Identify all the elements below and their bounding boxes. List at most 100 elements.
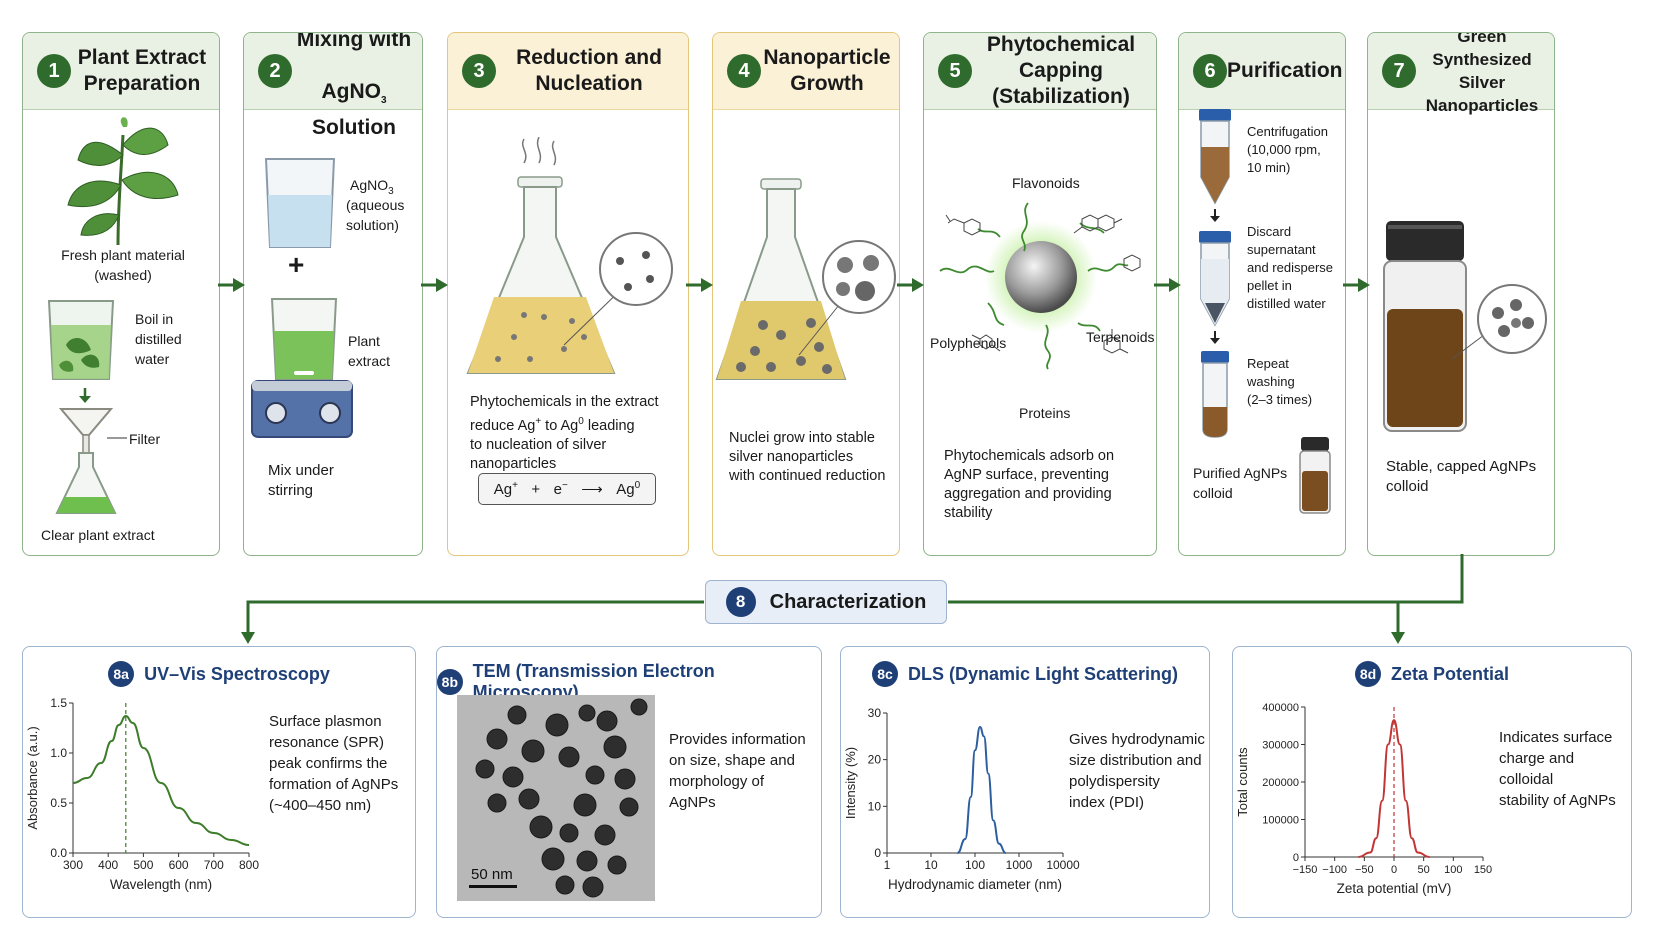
dls-panel: 8c DLS (Dynamic Light Scattering) 1 10 100… <box>840 646 1210 918</box>
eq-arrow: ⟶ <box>581 481 603 498</box>
boil-label: Boil in distilled water <box>135 311 182 367</box>
filter-flask-icon <box>55 408 117 514</box>
agno3-beaker-icon <box>264 158 336 248</box>
x-tick-label: 300 <box>63 858 83 872</box>
step-6-header: 6 Purification <box>1179 33 1345 110</box>
proteins-label: Proteins <box>1019 405 1071 421</box>
y-axis-label: Absorbance (a.u.) <box>25 726 40 829</box>
tem-number: 8b <box>437 669 463 695</box>
y-tick-label: 20 <box>868 753 882 767</box>
step-7-desc: Stable, capped AgNPs colloid <box>1386 458 1537 495</box>
y-tick-label: 100000 <box>1262 815 1299 827</box>
step-7-header: 7 Green Synthesized Silver Nanoparticles <box>1368 33 1554 115</box>
step-3-desc: Phytochemicals in the extract reduce Ag+… <box>470 394 659 472</box>
x-tick-label: 100 <box>1444 864 1462 876</box>
y-tick-label: 0 <box>1293 852 1299 864</box>
x-axis-label: Zeta potential (mV) <box>1337 881 1452 896</box>
plant-extract-label: Plant extract <box>348 333 391 369</box>
step-2-number: 2 <box>258 54 292 88</box>
tem-desc: Provides information on size, shape and … <box>669 731 806 811</box>
step-1-title: Plant Extract Preparation <box>77 46 207 95</box>
down-arrow-icon <box>1210 209 1220 222</box>
step-3-number: 3 <box>462 54 496 88</box>
centrifugation-label: Centrifugation (10,000 rpm, 10 min) <box>1247 124 1328 175</box>
x-tick-label: 800 <box>239 858 259 872</box>
flow-arrow-icon <box>1154 278 1181 292</box>
eq-plus: + <box>531 480 541 498</box>
filter-pointer-line <box>107 437 127 439</box>
zeta-number: 8d <box>1354 661 1381 687</box>
x-tick-label: 0 <box>1391 864 1397 876</box>
zeta-title: Zeta Potential <box>1390 663 1510 684</box>
boiling-beaker-icon <box>47 300 115 380</box>
x-tick-label: 600 <box>169 858 189 872</box>
step-3-panel: 3 Reduction and Nucleation Phytochemical… <box>447 32 689 556</box>
washing-tube-icon <box>1201 351 1229 438</box>
agnp-jar-icon <box>1383 221 1547 432</box>
step-1-header: 1 Plant Extract Preparation <box>23 33 219 110</box>
tem-scale-label: 50 nm <box>471 866 513 883</box>
characterization-header: 8 Characterization <box>705 580 947 624</box>
purified-vial-icon <box>1299 437 1331 514</box>
flavonoids-label: Flavonoids <box>1012 175 1080 191</box>
x-tick-label: 700 <box>204 858 224 872</box>
clear-extract-label: Clear plant extract <box>41 527 155 543</box>
characterization-number: 8 <box>725 587 756 617</box>
x-tick-label: 10000 <box>1046 858 1080 872</box>
step-2-title: Mixing with AgNO3 Solution <box>296 32 412 139</box>
step-6-panel: 6 Purification Centrifugation (10,000 rp… <box>1178 32 1346 556</box>
step-7-title: Green Synthesized Silver Nanoparticles <box>1425 32 1539 115</box>
step-4-title: Nanoparticle Growth <box>763 46 891 95</box>
discard-label: Discard supernatant and redisperse pelle… <box>1247 224 1333 311</box>
uv-vis-desc: Surface plasmon resonance (SPR) peak con… <box>269 713 399 814</box>
y-tick-label: 0 <box>874 846 881 860</box>
step-5-desc: Phytochemicals adsorb on AgNP surface, p… <box>944 448 1115 521</box>
step-5-panel: 5 Phytochemical Capping (Stabilization) <box>923 32 1157 556</box>
step-1-number: 1 <box>37 54 71 88</box>
x-tick-label: 50 <box>1418 864 1430 876</box>
polyphenols-label: Polyphenols <box>930 335 1007 351</box>
step-5-number: 5 <box>938 54 972 88</box>
down-arrow-icon <box>79 388 91 403</box>
x-tick-label: −150 <box>1293 864 1318 876</box>
y-axis-label: Total counts <box>1235 747 1250 817</box>
step-4-desc: Nuclei grow into stable silver nanoparti… <box>729 430 886 484</box>
step-7-number: 7 <box>1382 54 1416 88</box>
supernatant-tube-icon <box>1199 231 1231 327</box>
x-tick-label: 1000 <box>1006 858 1033 872</box>
x-axis-label: Wavelength (nm) <box>110 877 212 892</box>
fresh-plant-label: Fresh plant material (washed) <box>61 247 185 283</box>
x-axis-label: Hydrodynamic diameter (nm) <box>888 877 1062 892</box>
characterization-connector <box>241 554 1464 644</box>
y-tick-label: 300000 <box>1262 740 1299 752</box>
zeta-header: 8d Zeta Potential <box>1233 661 1631 687</box>
agno3-desc: (aqueous solution) <box>346 197 405 233</box>
y-axis-label: Intensity (%) <box>843 747 858 819</box>
flow-arrow-icon <box>218 278 245 292</box>
eq-ag-zero: Ag0 <box>616 480 641 498</box>
x-tick-label: 500 <box>133 858 153 872</box>
step-3-title: Reduction and Nucleation <box>516 46 662 95</box>
x-tick-label: −100 <box>1322 864 1347 876</box>
dls-header: 8c DLS (Dynamic Light Scattering) <box>841 661 1209 687</box>
step-4-header: 4 Nanoparticle Growth <box>713 33 899 110</box>
step-1-panel: 1 Plant Extract Preparation Fresh plant … <box>22 32 220 556</box>
series-line <box>72 714 250 846</box>
repeat-label: Repeat washing (2–3 times) <box>1247 356 1313 407</box>
reduction-equation-box: Ag+ + e− ⟶ Ag0 <box>478 473 656 505</box>
eq-electron: e− <box>553 480 568 498</box>
x-tick-label: 150 <box>1474 864 1492 876</box>
purified-label: Purified AgNPs colloid <box>1193 465 1288 501</box>
step-3-header: 3 Reduction and Nucleation <box>448 33 688 110</box>
step-7-panel: 7 Green Synthesized Silver Nanoparticles… <box>1367 32 1555 556</box>
agno3-label: AgNO3 <box>350 177 394 197</box>
x-tick-label: 1 <box>884 858 891 872</box>
characterization-title: Characterization <box>769 590 927 613</box>
x-tick-label: 10 <box>924 858 938 872</box>
x-tick-label: 100 <box>965 858 985 872</box>
dls-desc: Gives hydrodynamic size distribution and… <box>1069 731 1205 811</box>
tem-panel: 8b TEM (Transmission Electron Microscopy… <box>436 646 822 918</box>
dls-number: 8c <box>871 661 898 687</box>
